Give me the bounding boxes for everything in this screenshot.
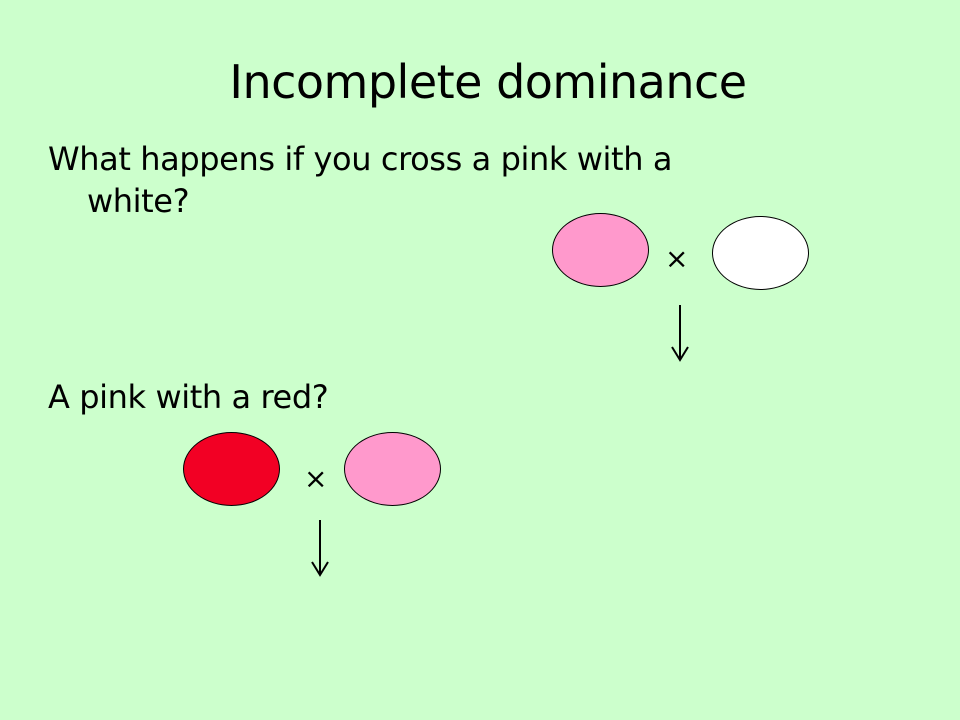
slide-title: Incomplete dominance [229,55,747,109]
white-parent-cell [712,216,809,290]
question-pink-white-line2: white? [87,182,190,220]
question-pink-white-line1: What happens if you cross a pink with a [48,140,673,178]
question-pink-white: What happens if you cross a pink with a … [48,138,808,222]
down-arrow-icon [311,520,329,577]
down-arrow-icon [671,305,689,362]
pink-parent-cell [344,432,441,506]
red-parent-cell [183,432,280,506]
pink-parent-cell [552,213,649,287]
cross-symbol: × [665,242,689,275]
question-pink-red: A pink with a red? [48,378,329,416]
cross-symbol: × [304,462,328,495]
